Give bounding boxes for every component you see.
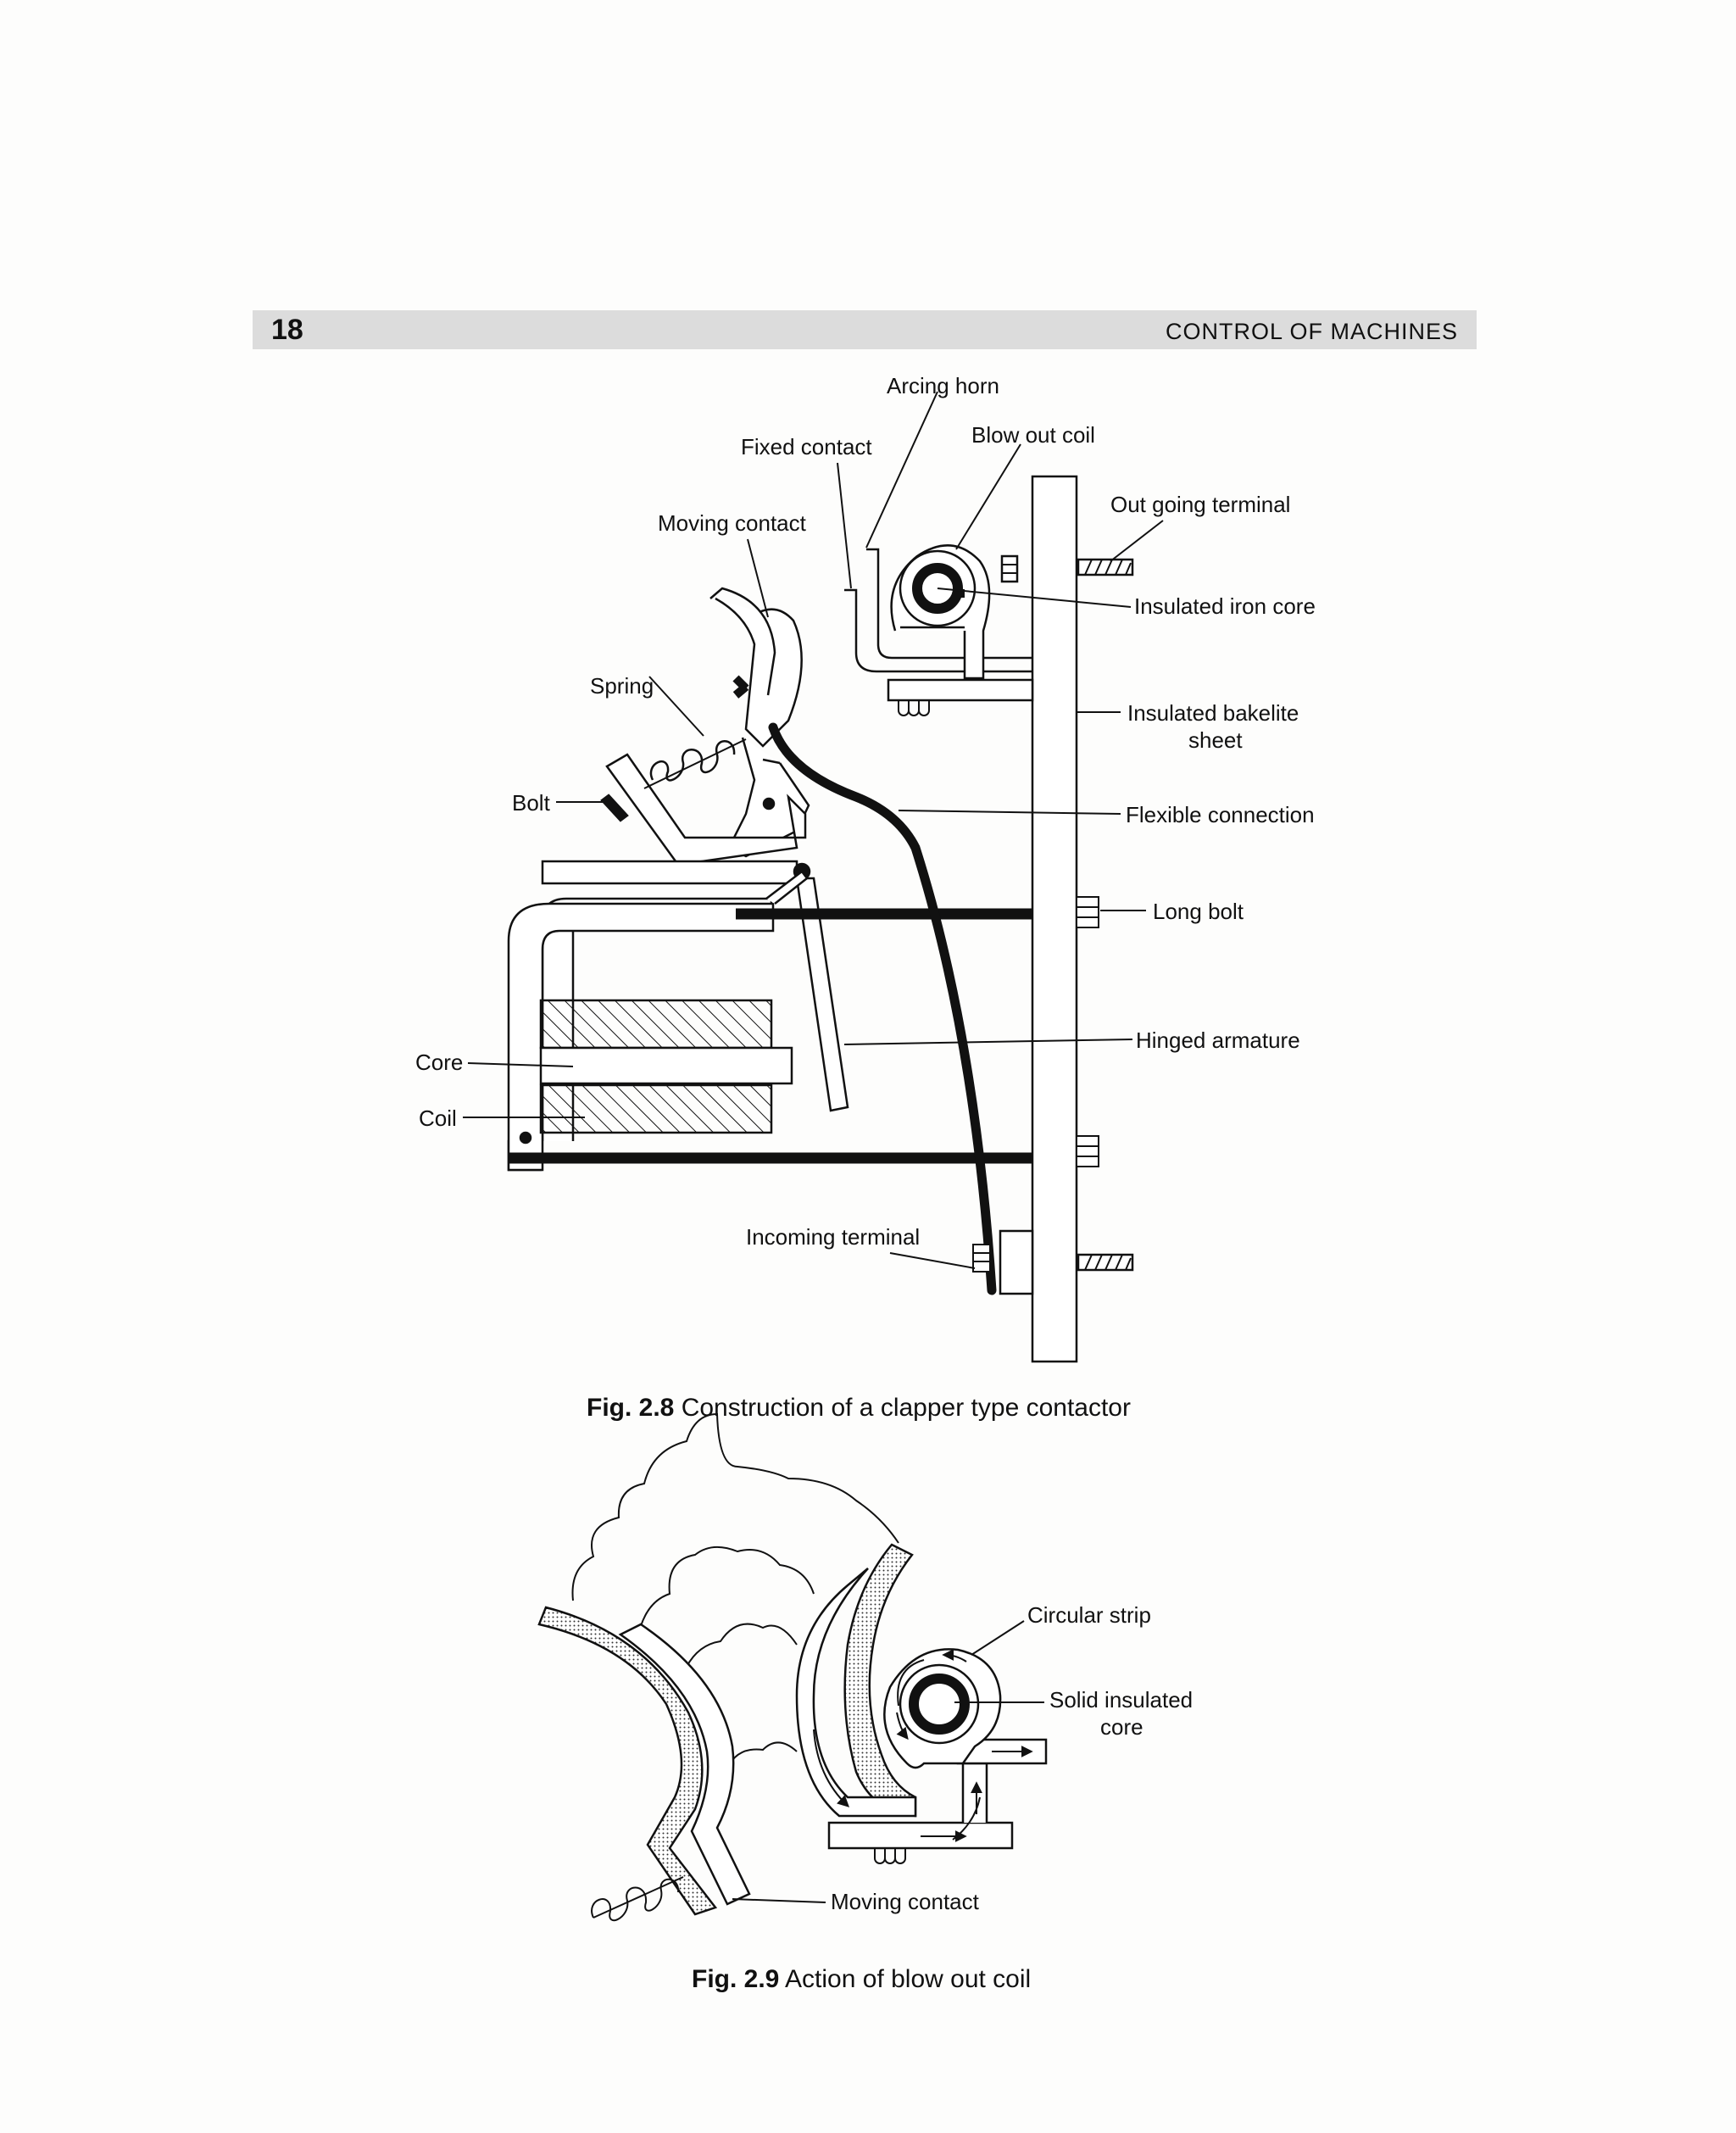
moving-contact-fig29 — [618, 1623, 751, 1906]
spring-assembly — [600, 738, 807, 866]
label-bolt: Bolt — [512, 790, 551, 816]
figure-2-8-caption: Fig. 2.8 Construction of a clapper type … — [587, 1394, 1131, 1423]
label-spring: Spring — [590, 673, 654, 699]
label-fixed-contact: Fixed contact — [741, 434, 872, 459]
label-long-bolt: Long bolt — [1153, 899, 1244, 924]
solid-insulated-core — [909, 1674, 970, 1735]
coil-upper — [539, 999, 773, 1050]
coil-lower — [539, 1083, 773, 1134]
label-arcing-horn: Arcing horn — [887, 373, 999, 398]
figure-2-8-number: Fig. 2.8 — [587, 1394, 675, 1422]
label-blow-out-coil: Blow out coil — [971, 422, 1095, 448]
label-flexible-connection: Flexible connection — [1126, 802, 1315, 827]
figure-2-9-caption: Fig. 2.9 Action of blow out coil — [692, 1965, 1031, 1994]
flexible-connection — [768, 722, 997, 1295]
page-header: 18 CONTROL OF MACHINES — [253, 310, 1477, 349]
label-coil: Coil — [419, 1105, 457, 1131]
label-core: Core — [415, 1050, 463, 1075]
label-solid-insulated-1: Solid insulated — [1049, 1687, 1193, 1713]
label-insulated-iron-core: Insulated iron core — [1134, 593, 1316, 619]
figure-2-9-title: Action of blow out coil — [779, 1965, 1032, 1993]
leader-lines — [463, 391, 1164, 1269]
outgoing-terminal — [1077, 558, 1134, 576]
incoming-terminal-block — [999, 1229, 1034, 1295]
bakelite-sheet — [1031, 475, 1078, 1363]
label-insulated-bakelite-2: sheet — [1188, 727, 1243, 753]
figure-2-8-title: Construction of a clapper type contactor — [674, 1394, 1131, 1422]
label-moving-contact-fig29: Moving contact — [831, 1889, 980, 1914]
blow-out-coil-action-diagram — [537, 1412, 1048, 1922]
clapper-contactor-diagram — [463, 391, 1164, 1363]
running-title: CONTROL OF MACHINES — [1165, 319, 1458, 344]
arcing-horn-left — [537, 1606, 718, 1916]
figure-2-9-number: Fig. 2.9 — [692, 1965, 780, 1993]
moving-contact-arm — [709, 587, 810, 858]
lower-terminal-bolt — [1077, 1253, 1134, 1272]
label-insulated-bakelite-1: Insulated bakelite — [1127, 700, 1299, 726]
yoke-frame — [507, 902, 775, 1172]
core — [539, 1046, 793, 1085]
label-circular-strip: Circular strip — [1027, 1602, 1151, 1628]
label-out-going-terminal: Out going terminal — [1110, 492, 1290, 517]
label-incoming-terminal: Incoming terminal — [746, 1224, 920, 1250]
label-moving-contact: Moving contact — [658, 510, 807, 536]
label-solid-insulated-2: core — [1100, 1714, 1143, 1740]
page-number: 18 — [271, 314, 303, 346]
armature-top-plate — [541, 860, 798, 885]
label-hinged-armature: Hinged armature — [1136, 1028, 1300, 1053]
